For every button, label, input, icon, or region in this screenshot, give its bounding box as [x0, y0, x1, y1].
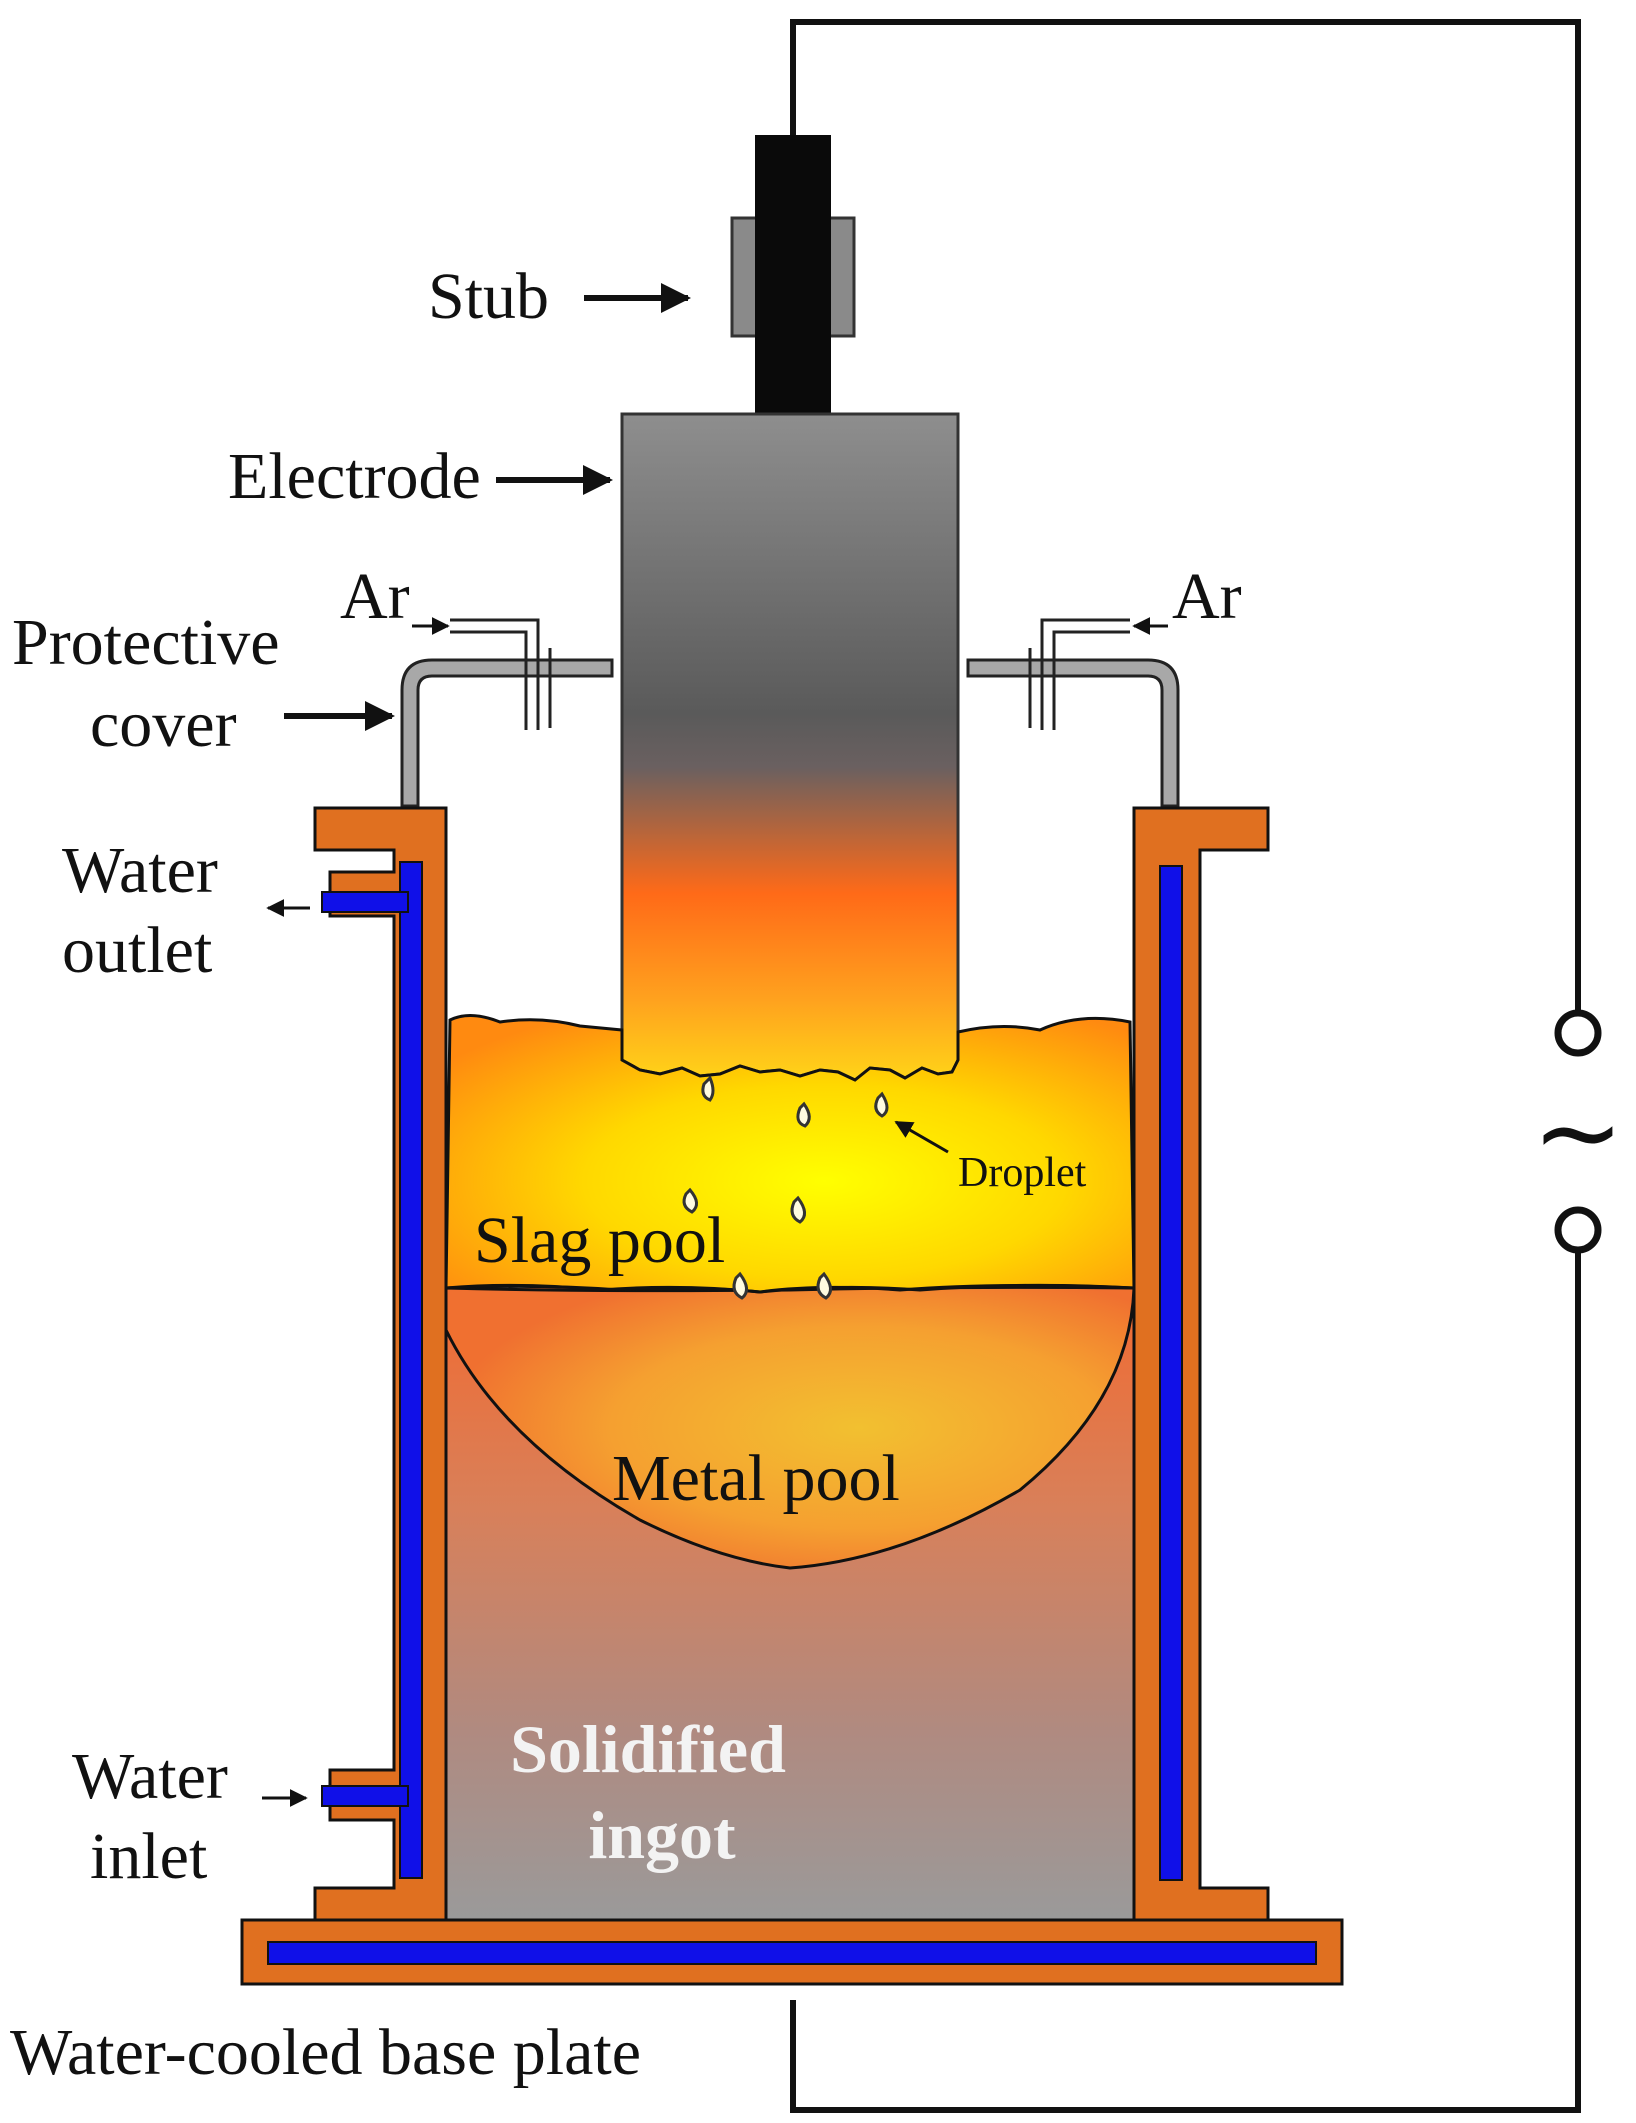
water-channel-base [267, 1941, 1317, 1965]
droplet-icon [682, 1187, 698, 1214]
label-slag-pool: Slag pool [474, 1204, 725, 1277]
droplets [682, 1075, 889, 1300]
label-solidified-ingot-2: ingot [588, 1797, 736, 1873]
protective-cover-left [400, 618, 614, 808]
stub-rod-overlay [755, 210, 831, 344]
label-electrode: Electrode [228, 440, 481, 513]
droplet-icon [701, 1075, 715, 1102]
label-ar-left: Ar [340, 560, 410, 633]
droplet-icon [796, 1101, 811, 1128]
droplet-icon [790, 1195, 806, 1224]
ar-pipe-right [1040, 618, 1130, 730]
mold-wall-right [1132, 806, 1270, 1922]
droplet-icon [816, 1271, 832, 1300]
label-solidified-ingot-1: Solidified [510, 1711, 786, 1787]
label-water-inlet-1: Water [72, 1740, 228, 1813]
ar-pipe-left [450, 618, 540, 730]
label-stub: Stub [428, 260, 549, 333]
label-metal-pool: Metal pool [612, 1442, 900, 1515]
power-circuit: ~ [790, 19, 1624, 2113]
droplet-icon [874, 1091, 889, 1118]
label-protective-cover-1: Protective [12, 606, 280, 679]
arrow-droplet [894, 1120, 949, 1154]
water-outlet-port [321, 891, 409, 913]
annotations: Stub Electrode Ar Ar Protective cover Wa… [10, 260, 1242, 2089]
electrode [620, 412, 960, 1082]
water-inlet-port [321, 1785, 409, 1807]
stub [730, 135, 856, 420]
slag-metal-interface [445, 1283, 1135, 1294]
label-droplet: Droplet [958, 1150, 1087, 1196]
label-base-plate: Water-cooled base plate [10, 2016, 641, 2089]
water-channel-right [1159, 865, 1183, 1881]
mold-wall-left [313, 806, 448, 1922]
water-channel-left [399, 861, 423, 1879]
droplet-icon [732, 1271, 748, 1300]
label-water-outlet-2: outlet [62, 914, 212, 987]
label-water-outlet-1: Water [62, 834, 218, 907]
protective-cover-right [966, 618, 1180, 808]
terminal-top-icon [1554, 1009, 1602, 1057]
circuit-wire-top [790, 19, 1581, 1013]
base-plate [240, 1918, 1344, 1986]
label-ar-right: Ar [1172, 560, 1242, 633]
label-protective-cover-2: cover [90, 688, 237, 761]
ac-source-symbol: ~ [1532, 1068, 1624, 1196]
terminal-bottom-icon [1554, 1206, 1602, 1254]
label-water-inlet-2: inlet [90, 1820, 207, 1893]
circuit-wire-bottom [790, 1250, 1581, 2113]
